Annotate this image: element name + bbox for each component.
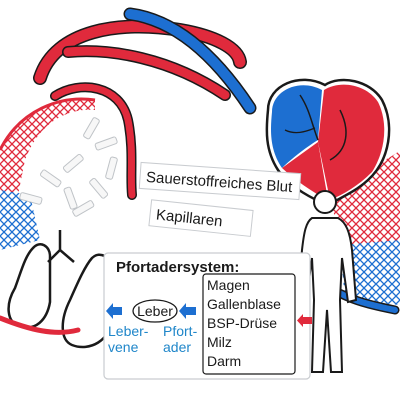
human-body-icon[interactable] (296, 190, 358, 373)
hepatic-vein-arrow (106, 303, 122, 319)
portal-vein-arrow (179, 303, 196, 319)
artery-piece (62, 45, 231, 101)
hepatic-vein-label-1: Leber- (108, 323, 149, 339)
lung-capillary-bed (0, 97, 96, 250)
liver-label: Leber (137, 303, 173, 319)
portal-vein-label-2: ader (163, 339, 191, 355)
portal-system-title: Pfortadersystem: (116, 259, 239, 276)
organ-list-box (202, 273, 296, 375)
arterial-inflow-arrow (297, 314, 312, 327)
capillaries-label: Kapillaren (155, 206, 223, 230)
blank-arrow-pieces (19, 117, 118, 217)
pulmonary-vein-piece (50, 82, 137, 200)
portal-system-card: Pfortadersystem: MagenGallenblaseBSP-Drü… (103, 252, 311, 380)
lungs-icon[interactable] (0, 230, 114, 349)
liver-ellipse (132, 299, 178, 323)
organ-item: Darm (207, 353, 241, 369)
organ-item: Magen (207, 277, 250, 293)
organ-item: Gallenblase (207, 296, 281, 312)
vena-cava-piece (123, 7, 257, 115)
hepatic-vein-label-2: vene (108, 339, 139, 355)
organ-item: BSP-Drüse (207, 315, 277, 331)
label-strip-capillaries[interactable]: Kapillaren (148, 199, 254, 237)
portal-vein-label-1: Pfort- (163, 323, 198, 339)
organ-item: Milz (207, 334, 232, 350)
